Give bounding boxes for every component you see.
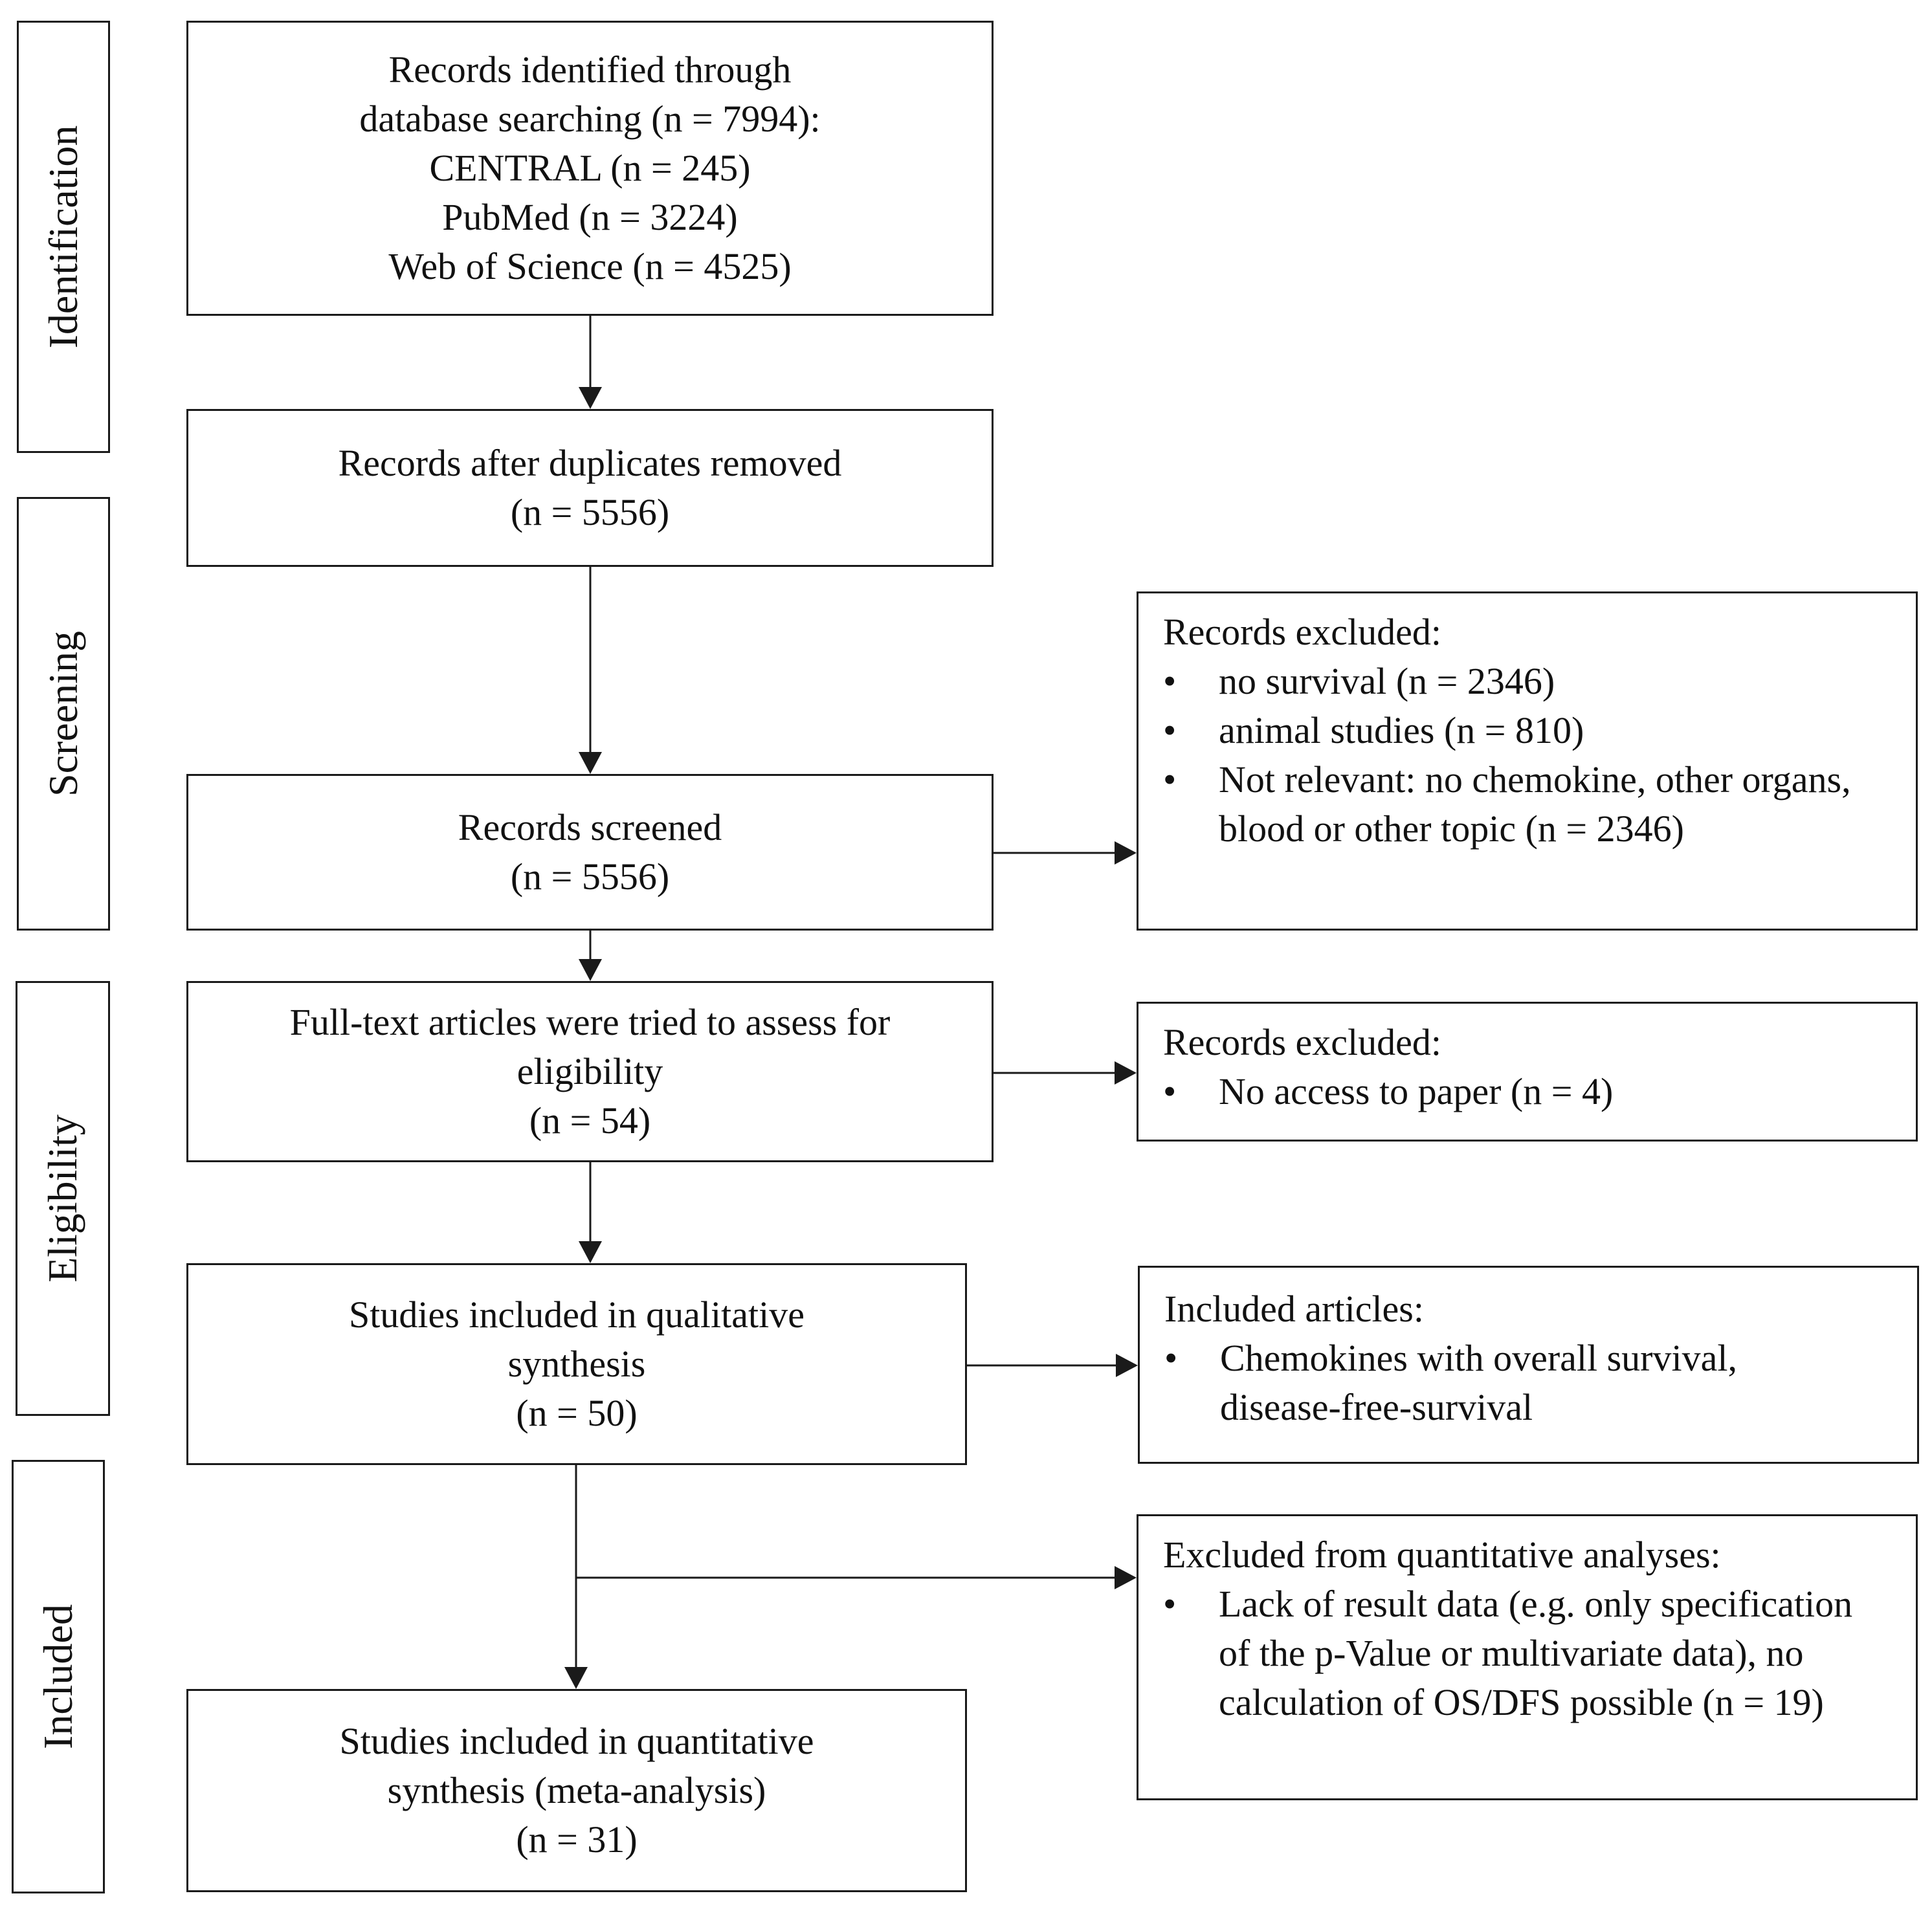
box-records-identified: Records identified through database sear… [186, 21, 994, 316]
text-line: synthesis [507, 1343, 646, 1385]
list-item-text: Not relevant: no chemokine, other organs… [1219, 758, 1851, 850]
arrowhead [1115, 841, 1137, 865]
list-item-text: No access to paper (n = 4) [1219, 1070, 1614, 1112]
text-line: eligibility [516, 1050, 663, 1092]
list-item: • No access to paper (n = 4) [1163, 1067, 1903, 1116]
stage-included: Included [12, 1460, 105, 1893]
list-item: • Chemokines with overall survival, disea… [1164, 1334, 1904, 1432]
text-line: (n = 50) [516, 1392, 638, 1434]
fulltext-assessed-text: Full-text articles were tried to assess … [188, 998, 992, 1145]
fulltext-excluded-list: • No access to paper (n = 4) [1163, 1067, 1903, 1116]
text-line: Studies included in quantitative [339, 1720, 814, 1762]
stage-eligibility: Eligibility [16, 981, 110, 1416]
text-line: (n = 54) [529, 1099, 651, 1142]
text-line: Studies included in qualitative [349, 1294, 805, 1336]
text-line: (n = 5556) [510, 491, 670, 533]
bullet-icon: • [1163, 1070, 1177, 1112]
bullet-icon: • [1163, 660, 1177, 702]
fulltext-excluded-heading: Records excluded: [1163, 1021, 1442, 1063]
text-line: Full-text articles were tried to assess … [289, 1001, 891, 1043]
text-line: CENTRAL (n = 245) [429, 147, 751, 189]
list-item-text: Chemokines with overall survival, diseas… [1220, 1337, 1737, 1428]
included-articles-text: Included articles: • Chemokines with over… [1164, 1285, 1904, 1432]
fulltext-excluded-text: Records excluded: • No access to paper (n… [1163, 1018, 1903, 1116]
bullet-icon: • [1163, 709, 1177, 751]
included-articles-list: • Chemokines with overall survival, disea… [1164, 1334, 1904, 1432]
text-line: (n = 31) [516, 1818, 638, 1860]
bullet-icon: • [1163, 1583, 1177, 1625]
text-line: Records screened [458, 806, 722, 848]
arrowhead [1115, 1566, 1137, 1589]
quantitative-excluded-text: Excluded from quantitative analyses: • La… [1163, 1530, 1903, 1727]
arrowhead [1115, 1061, 1137, 1085]
quantitative-excluded-heading: Excluded from quantitative analyses: [1163, 1534, 1721, 1576]
box-quantitative-synthesis: Studies included in quantitative synthes… [186, 1689, 967, 1892]
list-item-text: no survival (n = 2346) [1219, 660, 1555, 702]
list-item: • Not relevant: no chemokine, other organ… [1163, 755, 1903, 854]
arrowhead [564, 1667, 588, 1689]
arrowhead [579, 387, 602, 409]
text-line: Records identified through [388, 49, 792, 91]
box-quantitative-excluded: Excluded from quantitative analyses: • La… [1137, 1514, 1918, 1800]
list-item: • no survival (n = 2346) [1163, 657, 1903, 706]
list-item: • animal studies (n = 810) [1163, 706, 1903, 755]
qualitative-synthesis-text: Studies included in qualitative synthesi… [188, 1290, 965, 1438]
box-fulltext-assessed: Full-text articles were tried to assess … [186, 981, 994, 1162]
box-records-screened: Records screened (n = 5556) [186, 774, 994, 931]
screening-excluded-list: • no survival (n = 2346) • animal studies … [1163, 657, 1903, 854]
arrowhead [579, 752, 602, 774]
records-identified-text: Records identified through database sear… [188, 45, 992, 291]
bullet-icon: • [1164, 1337, 1178, 1379]
list-item-text: animal studies (n = 810) [1219, 709, 1584, 751]
text-line: synthesis (meta-analysis) [387, 1769, 766, 1811]
list-item: • Lack of result data (e.g. only specific… [1163, 1580, 1903, 1727]
box-qualitative-synthesis: Studies included in qualitative synthesi… [186, 1263, 967, 1465]
box-duplicates-removed: Records after duplicates removed (n = 55… [186, 409, 994, 567]
stage-identification: Identification [17, 21, 110, 453]
arrowhead [1116, 1354, 1138, 1377]
duplicates-removed-text: Records after duplicates removed (n = 55… [188, 439, 992, 537]
quantitative-excluded-list: • Lack of result data (e.g. only specific… [1163, 1580, 1903, 1727]
text-line: database searching (n = 7994): [359, 98, 821, 140]
records-screened-text: Records screened (n = 5556) [188, 803, 992, 901]
box-screening-excluded: Records excluded: • no survival (n = 2346… [1137, 591, 1918, 931]
text-line: PubMed (n = 3224) [442, 196, 738, 238]
screening-excluded-heading: Records excluded: [1163, 611, 1442, 653]
box-included-articles: Included articles: • Chemokines with over… [1138, 1266, 1919, 1464]
text-line: Web of Science (n = 4525) [388, 245, 792, 287]
arrowhead [579, 1241, 602, 1263]
arrowhead [579, 959, 602, 981]
screening-excluded-text: Records excluded: • no survival (n = 2346… [1163, 608, 1903, 854]
text-line: (n = 5556) [510, 855, 670, 898]
included-articles-heading: Included articles: [1164, 1288, 1424, 1330]
quantitative-synthesis-text: Studies included in quantitative synthes… [188, 1717, 965, 1864]
bullet-icon: • [1163, 758, 1177, 800]
list-item-text: Lack of result data (e.g. only specifica… [1219, 1583, 1853, 1723]
stage-screening: Screening [17, 497, 110, 931]
box-fulltext-excluded: Records excluded: • No access to paper (n… [1137, 1002, 1918, 1142]
text-line: Records after duplicates removed [338, 442, 842, 484]
